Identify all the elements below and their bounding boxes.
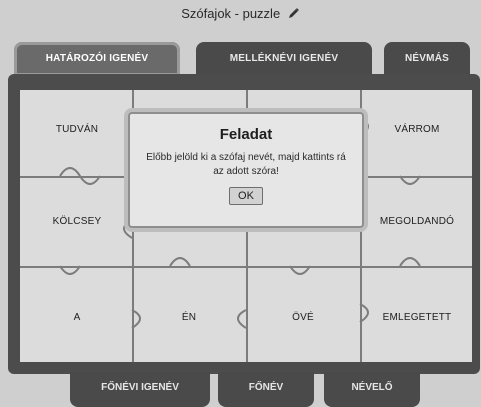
tab-label: NÉVMÁS <box>405 53 449 64</box>
tab-fonevi-igenev[interactable]: FŐNÉVI IGENÉV <box>70 372 210 407</box>
word-tile[interactable]: ÖVÉ <box>292 312 314 323</box>
tab-fonev[interactable]: FŐNÉV <box>218 372 314 407</box>
ok-button[interactable]: OK <box>229 187 263 205</box>
word-tile[interactable]: KÖLCSEY <box>52 216 102 227</box>
tab-label: FŐNÉVI IGENÉV <box>101 382 179 393</box>
tab-label: HATÁROZÓI IGENÉV <box>45 53 149 64</box>
dialog-title: Feladat <box>219 126 273 143</box>
pencil-icon[interactable] <box>288 7 300 19</box>
tab-label: NÉVELŐ <box>351 382 393 393</box>
app-title: Szófajok - puzzle <box>0 6 481 21</box>
tab-nevelo[interactable]: NÉVELŐ <box>324 372 420 407</box>
tab-melleknevi-igenev[interactable]: MELLÉKNÉVI IGENÉV <box>196 42 372 76</box>
word-tile[interactable]: VÁRROM <box>394 124 440 135</box>
app-title-text: Szófajok - puzzle <box>181 6 281 21</box>
tab-label: MELLÉKNÉVI IGENÉV <box>229 53 339 64</box>
task-dialog: Feladat Előbb jelöld ki a szófaj nevét, … <box>128 112 364 228</box>
grid-line <box>20 266 472 268</box>
word-tile[interactable]: A <box>73 312 81 323</box>
tab-hatarozoi-igenev[interactable]: HATÁROZÓI IGENÉV <box>14 42 180 76</box>
word-tile[interactable]: ÉN <box>181 312 197 323</box>
tab-label: FŐNÉV <box>248 382 284 393</box>
tab-nevmas[interactable]: NÉVMÁS <box>384 42 470 76</box>
word-tile[interactable]: TUDVÁN <box>55 124 99 135</box>
word-tile[interactable]: EMLEGETETT <box>382 312 452 323</box>
dialog-message: Előbb jelöld ki a szófaj nevét, majd kat… <box>146 152 346 177</box>
word-tile[interactable]: MEGOLDANDÓ <box>379 216 455 227</box>
